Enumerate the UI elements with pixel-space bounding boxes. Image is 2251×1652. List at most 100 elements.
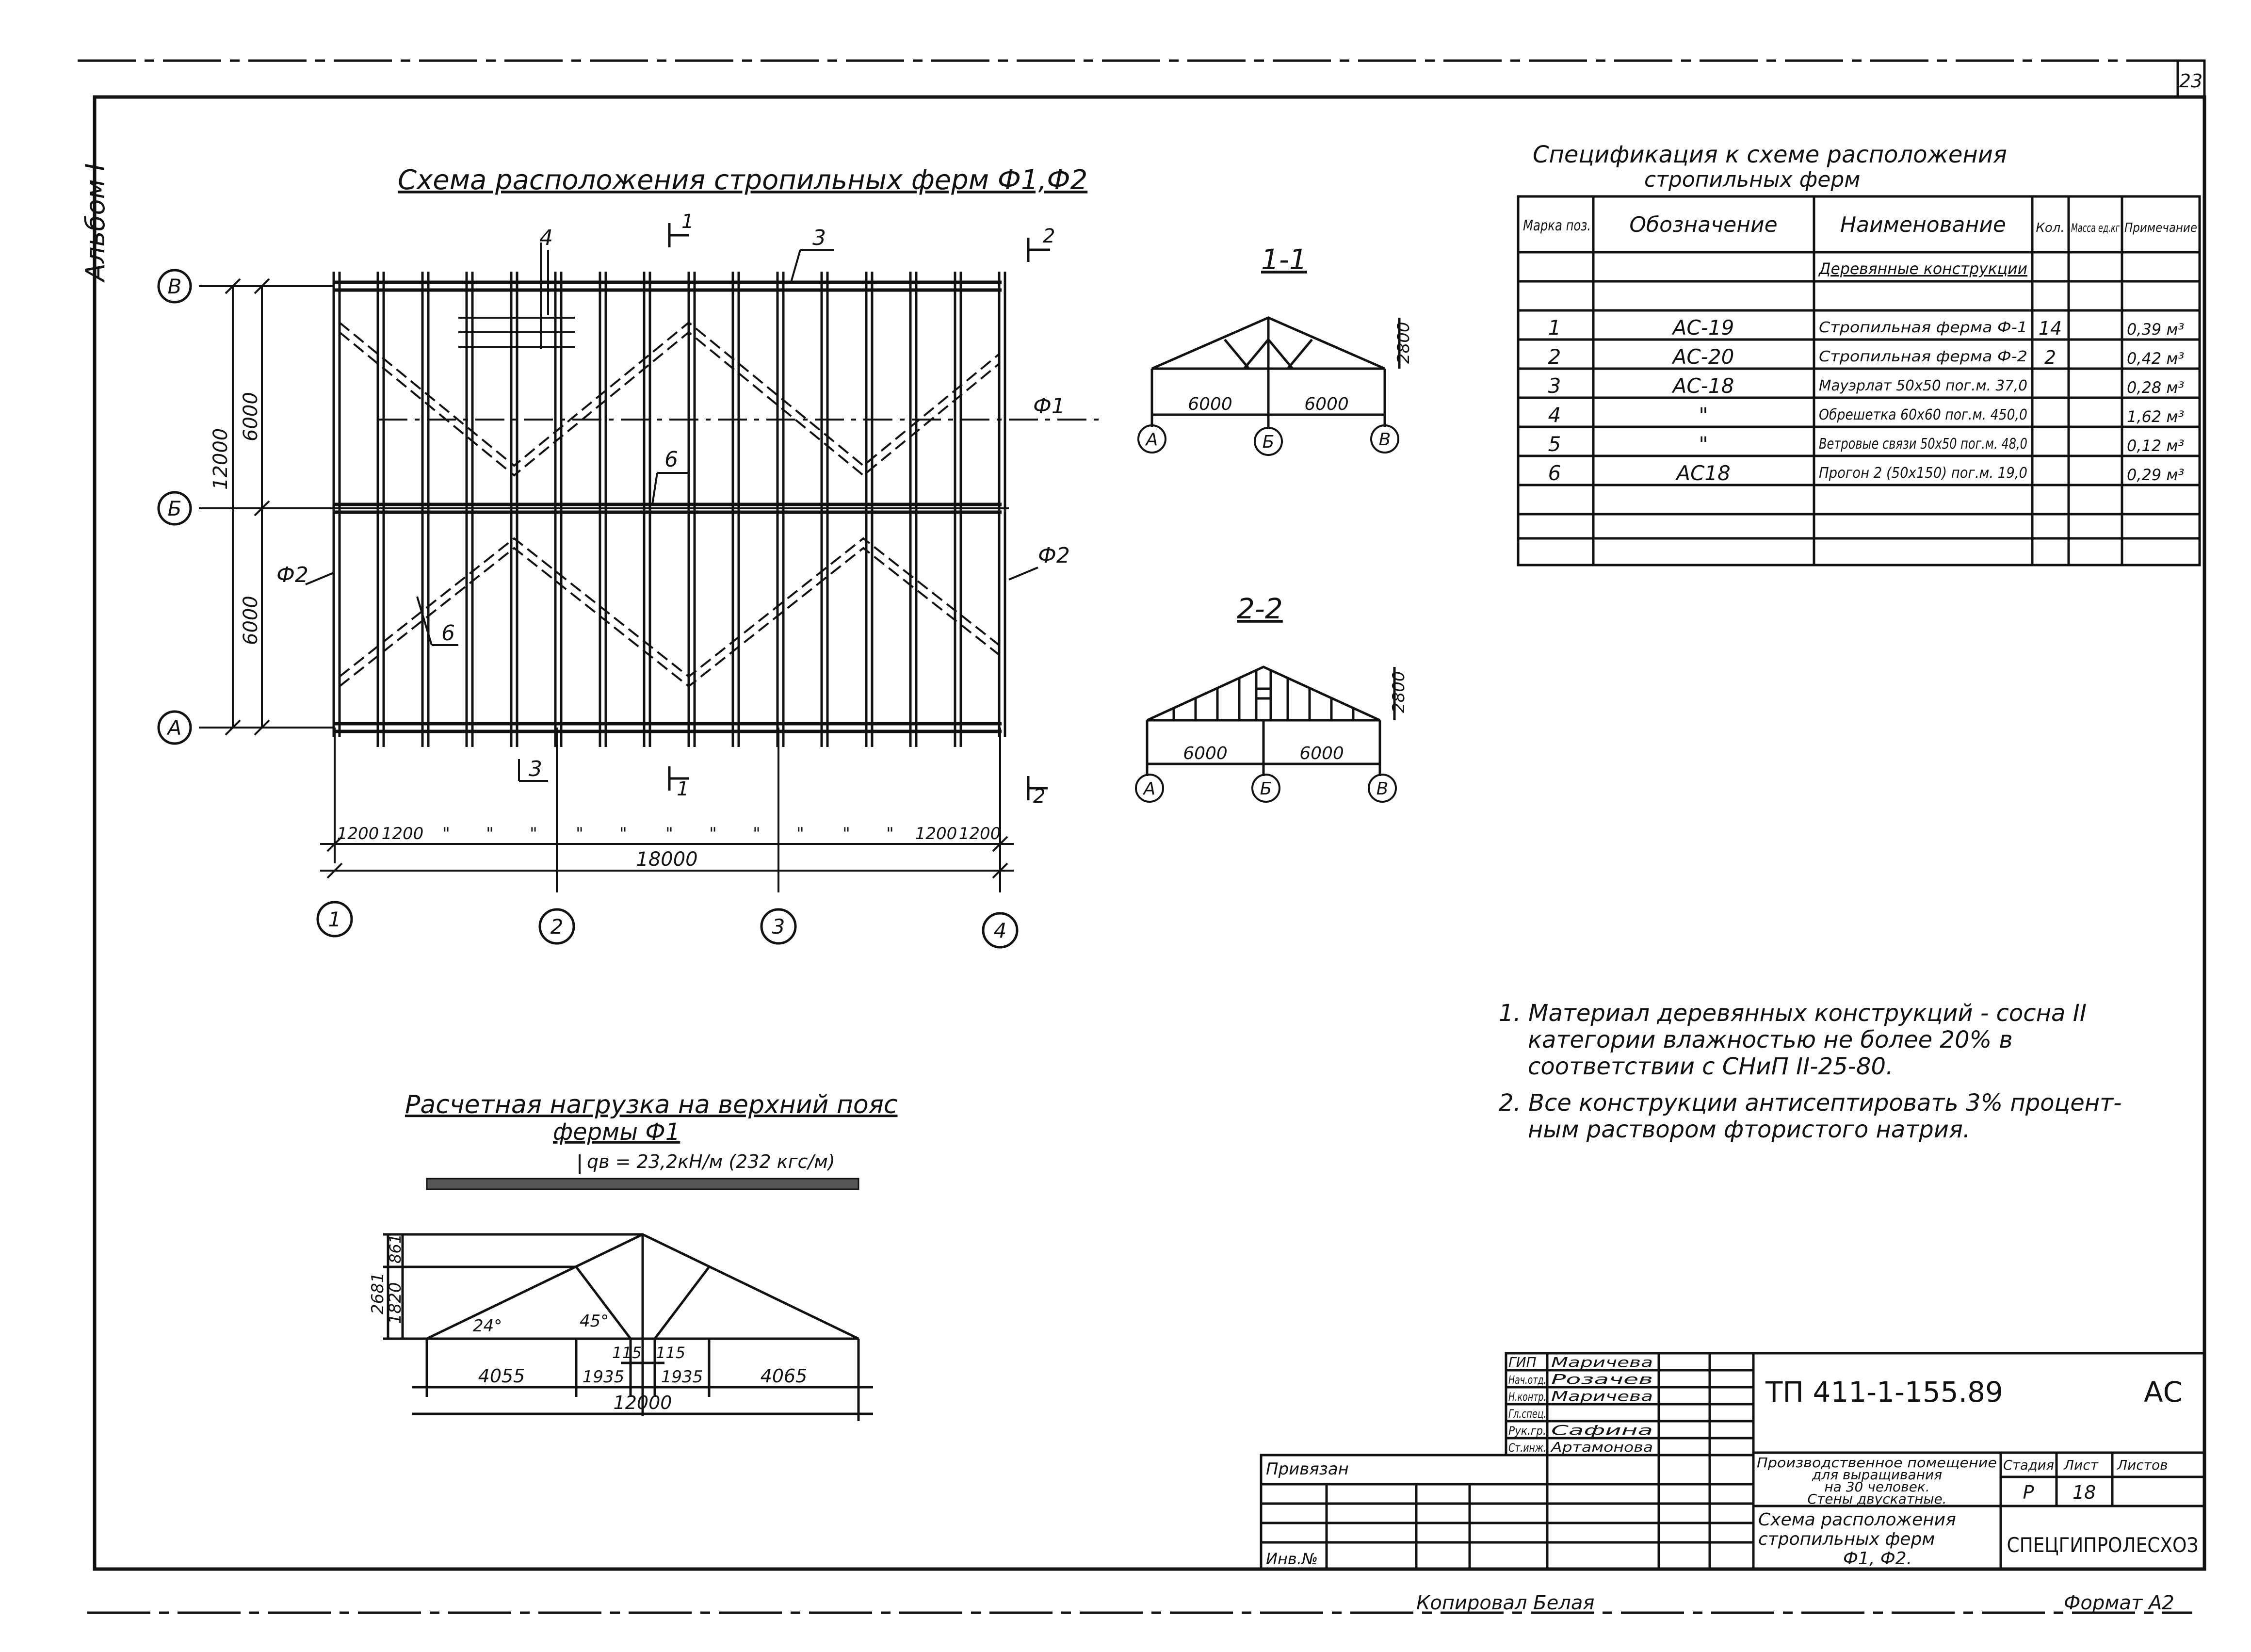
spec-h-qty: Кол.: [2036, 221, 2064, 235]
section-2-2-title: 2-2: [1237, 592, 1283, 625]
s22-axis-a: А: [1143, 779, 1156, 799]
tb-name-1: Маричева: [1551, 1354, 1653, 1370]
cut-1-top: 1: [681, 211, 694, 233]
section-1-1-title: 1-1: [1261, 243, 1307, 276]
tb-role-rukgr: Рук.гр.: [1508, 1424, 1546, 1438]
pos-3-bottom: 3: [529, 757, 542, 781]
spec-h-name: Наименование: [1840, 212, 2006, 237]
spec-r6-name: Прогон 2 (50x150) пог.м. 19,0: [1819, 465, 2027, 482]
plan-frame: [335, 280, 1002, 733]
dim-space-2: 1200: [382, 824, 424, 843]
title-block-grid: [1260, 1352, 2204, 1571]
spec-r5-code: ": [1699, 432, 1708, 456]
load-title-1: Расчетная нагрузка на верхний пояс: [405, 1090, 898, 1119]
load-angle-1: 24°: [473, 1316, 502, 1336]
plan-wind-bracing: [339, 321, 1000, 688]
tb-sheets-h: Листов: [2117, 1457, 2168, 1473]
dim-y-bottom: 6000: [240, 596, 262, 645]
truss-label-f1: Ф1: [1033, 394, 1065, 419]
tb-name-5: Сафина: [1551, 1422, 1653, 1438]
spec-r1-qty: 14: [2039, 318, 2062, 339]
plan-title: Схема расположения стропильных ферм Ф1,Ф…: [398, 164, 1087, 196]
dim-ditto-6: ": [665, 824, 673, 843]
tb-stage-h: Стадия: [2003, 1457, 2054, 1473]
spec-row-1: 1 АС-19 Стропильная ферма Ф-1 14 0,39 м³: [1548, 316, 2185, 340]
cut-1-bottom: 1: [677, 778, 689, 800]
spec-r2-note: 0,42 м³: [2127, 349, 2184, 368]
spec-r4-name: Обрешетка 60x60 пог.м. 450,0: [1819, 406, 2027, 423]
section-2-2-span-b: 6000: [1299, 744, 1344, 763]
sheet-border: [93, 95, 2206, 1571]
dim-y-total: 12000: [210, 428, 232, 490]
spec-row-6: 6 АС18 Прогон 2 (50x150) пог.м. 19,0 0,2…: [1548, 461, 2185, 485]
col-axis-2: 2: [551, 915, 564, 939]
spec-r1-note: 0,39 м³: [2127, 320, 2184, 339]
tb-obj-1: Производственное помещение: [1757, 1455, 1997, 1471]
album-label: Альбом I: [80, 163, 111, 283]
tb-role-gip: ГИП: [1508, 1354, 1537, 1370]
pos-4: 4: [539, 226, 553, 250]
spec-h-mark: Марка поз.: [1523, 217, 1591, 234]
load-bar: [426, 1178, 859, 1190]
plan-trusses: [332, 272, 1006, 747]
load-span-2: 1935: [583, 1367, 625, 1387]
notes-block: 1. Материал деревянных конструкций - сос…: [1499, 1000, 2121, 1143]
tb-sheet: 18: [2073, 1482, 2096, 1503]
corner-number: 23: [2179, 70, 2202, 92]
tb-sheet-name-3: Ф1, Ф2.: [1843, 1549, 1912, 1569]
cut-2-top: 2: [1043, 225, 1055, 247]
tb-name-2: Розачев: [1551, 1371, 1653, 1387]
tb-role-nach: Нач.отд.: [1508, 1373, 1546, 1387]
dim-x-total: 18000: [636, 848, 697, 871]
spec-h-mass: Масса ед.кг: [2071, 221, 2120, 235]
load-q: qв = 23,2кН/м (232 кгс/м): [587, 1151, 835, 1172]
load-h-total: 2681: [368, 1272, 388, 1314]
dim-y-top: 6000: [240, 392, 262, 441]
spec-r1-code: АС-19: [1671, 316, 1734, 340]
note-1-line-2: категории влажностью не более 20% в: [1528, 1026, 2013, 1053]
dim-ditto-8: ": [753, 824, 761, 843]
row-axis-b: Б: [168, 497, 182, 520]
dim-ditto-3: ": [530, 824, 537, 843]
spec-r3-pos: 3: [1548, 374, 1561, 398]
tb-sheet-h: Лист: [2063, 1457, 2099, 1473]
row-axis-a: А: [166, 716, 182, 740]
f2-leader-right: [1008, 567, 1038, 581]
load-w115-b: 115: [656, 1344, 685, 1362]
dim-ditto-7: ": [709, 824, 717, 843]
pos-6-low: 6: [441, 621, 455, 646]
note-1-line-1: 1. Материал деревянных конструкций - сос…: [1499, 1000, 2087, 1027]
plan-dim-y: [225, 278, 270, 736]
spec-r6-note: 0,29 м³: [2127, 466, 2184, 484]
cut-2-bottom: 2: [1033, 785, 1045, 808]
row-axis-markers: В Б А: [157, 269, 192, 745]
s22-axis-v: В: [1377, 779, 1389, 799]
dim-ditto-5: ": [619, 824, 627, 843]
dim-ditto-2: ": [486, 824, 494, 843]
section-2-2-span-a: 6000: [1183, 744, 1228, 763]
col-axis-4: 4: [994, 919, 1007, 942]
plan-dim-x: [320, 836, 1014, 879]
tb-org: СПЕЦГИПРОЛЕСХОЗ: [2007, 1533, 2199, 1557]
spec-row-5: 5 " Ветровые связи 50x50 пог.м. 48,0 0,1…: [1548, 432, 2185, 456]
section-1-1-span-a: 6000: [1188, 394, 1232, 414]
spec-title-2: стропильных ферм: [1644, 167, 1860, 192]
dim-ditto-9: ": [796, 824, 804, 843]
s22-axis-b: Б: [1260, 779, 1272, 799]
dim-space-1: 1200: [337, 824, 379, 843]
section-cut-marks: [668, 223, 1050, 800]
dim-ditto-1: ": [442, 824, 450, 843]
spec-title-1: Спецификация к схеме расположения: [1533, 141, 2007, 168]
tb-inv: Инв.№: [1266, 1550, 1318, 1568]
load-angle-2: 45°: [580, 1312, 609, 1331]
load-title-2: фермы Ф1: [553, 1118, 680, 1146]
tb-sheet-name-2: стропильных ферм: [1758, 1529, 1935, 1549]
tb-obj-2: для выращивания: [1812, 1467, 1942, 1483]
plan-grid: [199, 285, 1009, 892]
section-2-2-height: 2800: [1389, 671, 1409, 713]
spec-r2-name: Стропильная ферма Ф-2: [1819, 348, 2027, 365]
spec-row-3: 3 АС-18 Мауэрлат 50x50 пог.м. 37,0 0,28 …: [1548, 374, 2185, 398]
load-total: 12000: [614, 1392, 672, 1413]
spec-r5-note: 0,12 м³: [2127, 437, 2184, 455]
